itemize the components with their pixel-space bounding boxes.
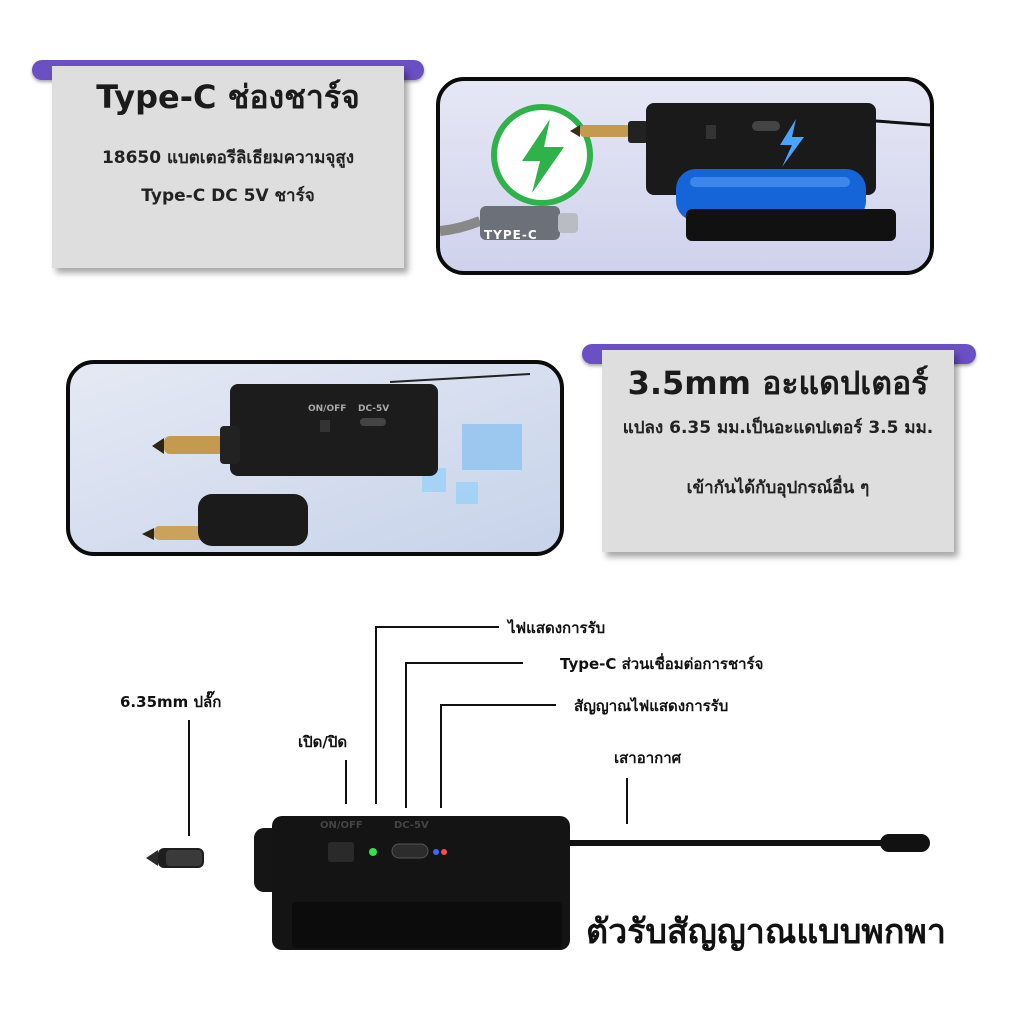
adapter-card-line1: แปลง 6.35 มม.เป็นอะแดปเตอร์ 3.5 มม.: [622, 418, 934, 438]
deco-cube: [456, 482, 478, 504]
adapter-switch-label: ON/OFF: [308, 404, 347, 414]
callout-line-signal: [440, 704, 442, 808]
antenna: [570, 840, 910, 846]
receiver-diagram: [146, 816, 930, 950]
callout-line-typec: [405, 662, 407, 808]
charging-card-line2: Type-C DC 5V ชาร์จ: [141, 186, 315, 206]
charging-info-card: Type-C ช่องชาร์จ 18650 แบตเตอรีลิเธียมคว…: [52, 66, 404, 268]
plug-tip: [146, 850, 158, 866]
adapter-photo: ON/OFF DC-5V: [66, 360, 564, 556]
charging-card-line1: 18650 แบตเตอรีลิเธียมความจุสูง: [101, 148, 355, 168]
led-green: [369, 848, 377, 856]
receiver-body: [230, 384, 438, 476]
adapter-card-title: 3.5mm อะแดปเตอร์: [627, 364, 929, 402]
typec-port: [391, 843, 429, 859]
battery-lid: [686, 209, 896, 241]
deco-screen: [462, 424, 522, 470]
callout-line-typec-h: [405, 662, 523, 664]
adapter-illustration: [142, 373, 531, 546]
callout-power: เปิด/ปิด: [298, 733, 348, 751]
callout-line-antenna: [626, 778, 628, 824]
led-blue: [433, 849, 439, 855]
product-name: ตัวรับสัญญาณแบบพกพา: [586, 912, 946, 952]
device-port-label: DC-5V: [394, 820, 429, 831]
callout-receive-light: ไฟแสดงการรับ: [508, 619, 606, 637]
glow-lightning-icon: [780, 119, 804, 167]
lightning-icon: [522, 119, 564, 193]
plug-35: [154, 526, 204, 540]
plug-635: [164, 436, 224, 454]
plug-tip: [580, 125, 630, 137]
callout-line-receive-light-h: [375, 626, 499, 628]
charging-illustration: [440, 103, 930, 241]
callout-typec-port: Type-C ส่วนเชื่อมต่อการชาร์จ: [560, 655, 764, 673]
adapter-port-label: DC-5V: [358, 404, 390, 414]
typec-connector: [480, 206, 578, 240]
adapter-card-line2: เข้ากันได้กับอุปกรณ์อื่น ๆ: [686, 478, 870, 498]
callout-plug: 6.35mm ปลั๊ก: [120, 693, 222, 711]
typec-cable-label: TYPE-C: [484, 228, 538, 242]
adapter-info-card: 3.5mm อะแดปเตอร์ แปลง 6.35 มม.เป็นอะแดปเ…: [602, 350, 954, 552]
device-switch-label: ON/OFF: [320, 820, 363, 831]
callout-signal-light: สัญญาณไฟแสดงการรับ: [574, 697, 729, 715]
callout-line-power: [345, 760, 347, 804]
charging-photo: TYPE-C: [436, 77, 934, 275]
adapter-35mm: [198, 494, 308, 546]
callout-line-receive-light: [375, 626, 377, 804]
callout-antenna: เสาอากาศ: [614, 749, 682, 767]
callout-line-signal-h: [440, 704, 556, 706]
power-switch: [328, 842, 354, 862]
callout-line-plug: [188, 720, 190, 836]
led-red: [441, 849, 447, 855]
charging-card-title: Type-C ช่องชาร์จ: [96, 78, 360, 116]
